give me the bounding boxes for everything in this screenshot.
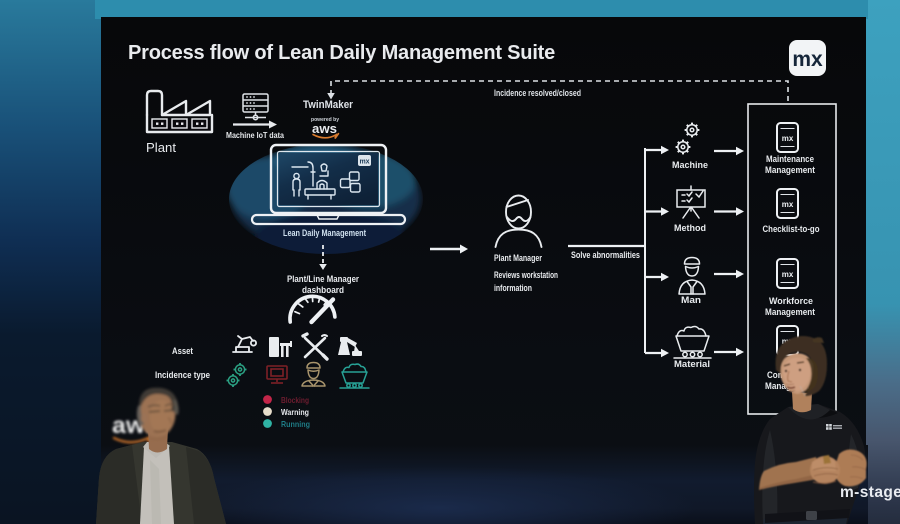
- svg-text:Lean Daily Management: Lean Daily Management: [283, 228, 366, 238]
- svg-text:Asset: Asset: [172, 346, 193, 356]
- svg-text:Plant Manager: Plant Manager: [494, 253, 542, 263]
- svg-text:aws: aws: [312, 121, 337, 136]
- svg-text:mx: mx: [782, 270, 794, 279]
- svg-text:Blocking: Blocking: [281, 395, 309, 405]
- svg-text:Reviews workstation: Reviews workstation: [494, 270, 558, 280]
- svg-text:Method: Method: [674, 223, 706, 234]
- svg-text:Incidence resolved/closed: Incidence resolved/closed: [494, 88, 581, 98]
- svg-text:Maintenance: Maintenance: [766, 154, 814, 165]
- svg-text:Workforce: Workforce: [769, 296, 813, 307]
- svg-text:Material: Material: [674, 359, 710, 370]
- svg-text:TwinMaker: TwinMaker: [303, 99, 354, 111]
- svg-text:Plant: Plant: [146, 140, 176, 155]
- svg-text:mx: mx: [792, 48, 823, 71]
- svg-text:Man: Man: [681, 295, 701, 306]
- svg-text:Running: Running: [281, 419, 310, 429]
- svg-text:Management: Management: [765, 307, 816, 318]
- svg-text:Warning: Warning: [281, 407, 309, 417]
- svg-text:Checklist-to-go: Checklist-to-go: [763, 224, 820, 235]
- svg-text:mx: mx: [782, 134, 794, 143]
- svg-text:Machine IoT data: Machine IoT data: [226, 130, 284, 140]
- svg-text:Plant/Line Manager: Plant/Line Manager: [287, 274, 359, 285]
- svg-text:information: information: [494, 283, 532, 293]
- svg-text:m-stagep: m-stagep: [840, 484, 900, 501]
- svg-text:Management: Management: [765, 165, 816, 176]
- svg-text:Solve abnormalities: Solve abnormalities: [571, 250, 640, 260]
- svg-text:mx: mx: [359, 159, 369, 166]
- svg-text:dashboard: dashboard: [302, 285, 344, 296]
- svg-text:Incidence type: Incidence type: [155, 370, 210, 380]
- svg-text:Machine: Machine: [672, 160, 708, 171]
- svg-text:mx: mx: [782, 200, 794, 209]
- svg-text:Process flow of Lean Daily Man: Process flow of Lean Daily Management Su…: [128, 42, 555, 64]
- svg-text:powered by: powered by: [311, 117, 340, 123]
